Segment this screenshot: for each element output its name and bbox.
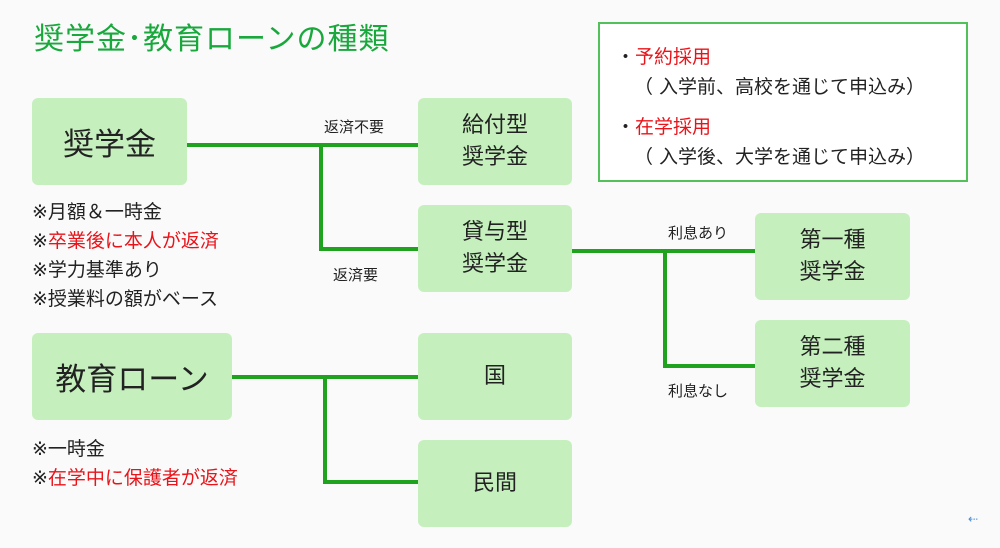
grant-box-line1: 給付型 xyxy=(461,112,528,138)
type1-scholarship-box: 第一種 奨学金 xyxy=(755,213,910,300)
grant-scholarship-box: 給付型 奨学金 xyxy=(418,98,572,185)
scholarship-note-2-highlight: 卒業後に本人が返済 xyxy=(47,230,219,252)
national-loan-box: 国 xyxy=(418,333,572,420)
scholarship-notes: ※月額＆一時金 ※卒業後に本人が返済 ※学力基準あり ※授業料の額がベース xyxy=(32,198,219,314)
grant-box-line2: 奨学金 xyxy=(461,144,528,170)
loan-box-line1: 貸与型 xyxy=(461,219,528,245)
connector-types-vertical xyxy=(663,249,667,368)
label-no-interest: 利息なし xyxy=(668,382,729,400)
type2-box-line1: 第二種 xyxy=(799,334,866,360)
education-loan-box: 教育ローン xyxy=(32,333,232,420)
private-box-label: 民間 xyxy=(472,470,517,496)
national-box-label: 国 xyxy=(483,363,506,389)
label-no-repayment: 返済不要 xyxy=(324,118,385,136)
scholarship-note-1: ※月額＆一時金 xyxy=(32,201,162,223)
type1-box-line2: 奨学金 xyxy=(799,259,866,285)
label-repayment-required: 返済要 xyxy=(333,266,379,284)
scholarship-box-label: 奨学金 xyxy=(63,127,156,163)
info-item-1-bullet: ・ xyxy=(616,46,636,68)
loan-note-2-highlight: 在学中に保護者が返済 xyxy=(47,467,238,489)
type2-scholarship-box: 第二種 奨学金 xyxy=(755,320,910,407)
info-item-1-title: 予約採用 xyxy=(635,46,712,68)
info-item-2-detail: （ 入学後、大学を通じて申込み） xyxy=(634,146,926,168)
info-item-2: ・在学採用 xyxy=(616,112,711,139)
loan-note-2: ※在学中に保護者が返済 xyxy=(32,464,238,493)
label-with-interest: 利息あり xyxy=(668,224,729,242)
connector-to-loan-scholarship xyxy=(319,247,419,251)
page-title: 奨学金･教育ローンの種類 xyxy=(34,22,390,57)
private-loan-box: 民間 xyxy=(418,440,572,527)
type1-box-line1: 第一種 xyxy=(799,227,866,253)
back-arrow-icon[interactable]: ⇠ xyxy=(968,512,979,526)
loan-scholarship-box: 貸与型 奨学金 xyxy=(418,205,572,292)
scholarship-note-2-prefix: ※ xyxy=(32,230,48,252)
info-item-2-title: 在学採用 xyxy=(635,116,712,138)
loan-note-1: ※一時金 xyxy=(32,438,105,460)
loan-notes: ※一時金 ※在学中に保護者が返済 xyxy=(32,435,238,493)
type2-box-line2: 奨学金 xyxy=(799,366,866,392)
scholarship-box: 奨学金 xyxy=(32,98,187,185)
connector-to-private xyxy=(323,480,419,484)
scholarship-note-2: ※卒業後に本人が返済 xyxy=(32,227,219,256)
loan-note-2-prefix: ※ xyxy=(32,467,48,489)
scholarship-note-4: ※授業料の額がベース xyxy=(32,288,218,310)
connector-scholarship-main xyxy=(187,143,419,147)
application-types-box: ・予約採用 （ 入学前、高校を通じて申込み） ・在学採用 （ 入学後、大学を通じ… xyxy=(598,22,968,182)
connector-scholarship-vertical xyxy=(319,143,323,251)
info-item-2-bullet: ・ xyxy=(616,116,636,138)
info-item-1-detail: （ 入学前、高校を通じて申込み） xyxy=(634,76,926,98)
loan-box-line2: 奨学金 xyxy=(461,251,528,277)
connector-to-type2 xyxy=(663,364,756,368)
scholarship-note-3: ※学力基準あり xyxy=(32,259,162,281)
connector-eduloan-vertical xyxy=(323,375,327,484)
education-loan-box-label: 教育ローン xyxy=(55,362,209,398)
info-item-1: ・予約採用 xyxy=(616,42,711,69)
